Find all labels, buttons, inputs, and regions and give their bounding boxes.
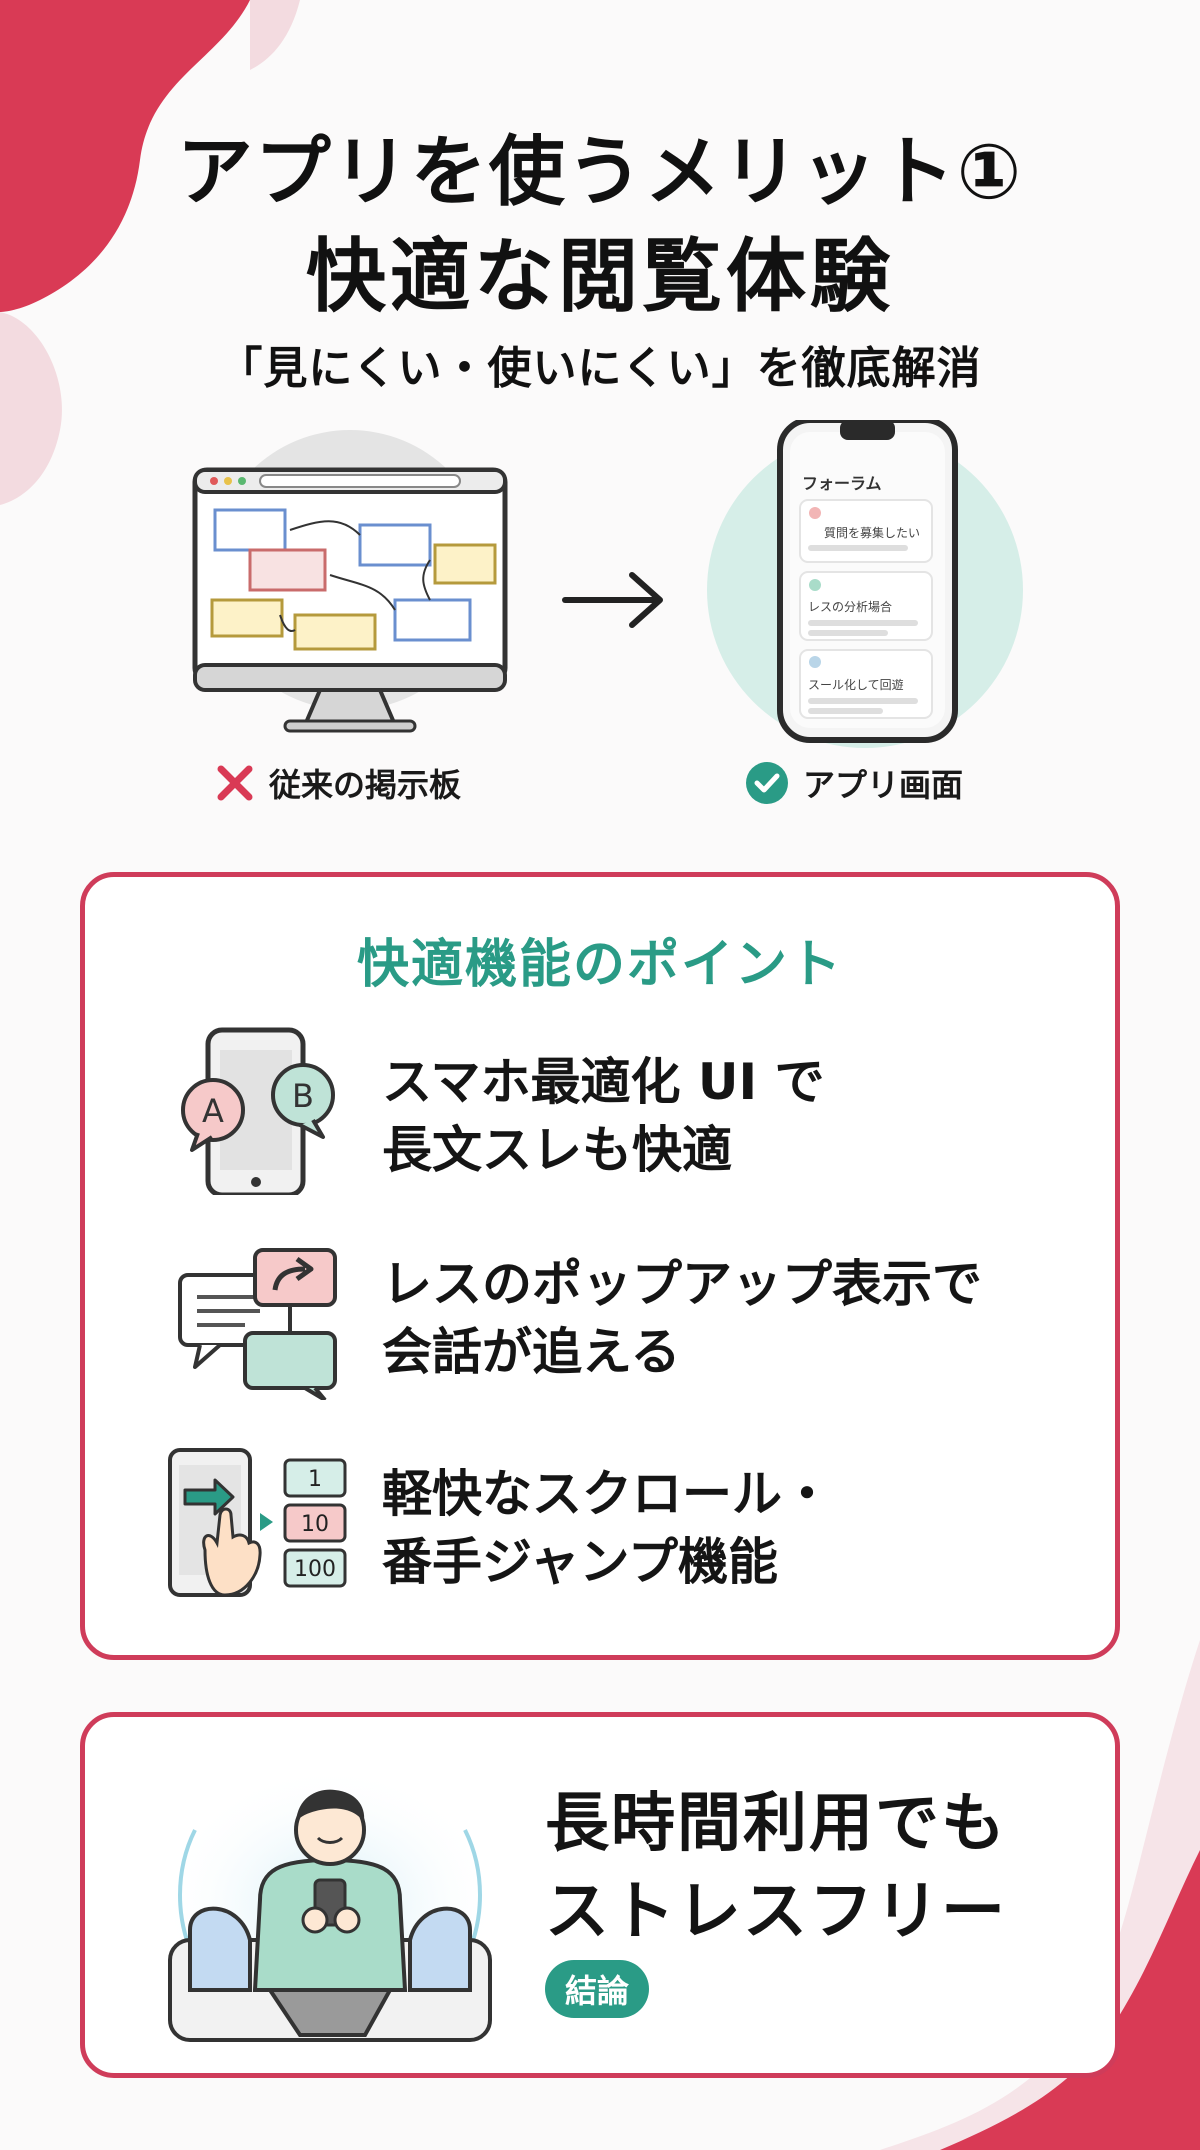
old-board-monitor-illustration [192, 430, 508, 733]
cross-icon [217, 765, 253, 801]
relaxed-person-illustration [160, 1765, 500, 2045]
phone-card-2-title: レスの分析場合 [808, 600, 893, 614]
app-screen-label: アプリ画面 [803, 766, 964, 804]
scroll-jump-icon: 1 10 100 [168, 1448, 347, 1597]
page-subtitle: 「見にくい・使いにくい」を徹底解消 [218, 343, 982, 394]
top-left-blob [0, 0, 300, 505]
smartphone-chat-icon: A B [181, 1027, 335, 1195]
jump-number-10: 10 [301, 1512, 329, 1537]
jump-number-100: 100 [294, 1557, 336, 1582]
app-screen-caption: アプリ画面 [745, 760, 963, 806]
page-title-line2: 快適な閲覧体験 [306, 230, 894, 323]
phone-card-1-title: 質問を募集したい [824, 526, 921, 540]
app-phone-illustration: フォーラム 質問を募集したい レスの分析場合 スール化して回遊 [700, 420, 1040, 750]
jump-number-1: 1 [308, 1467, 322, 1492]
reply-popup-icon [178, 1248, 337, 1400]
bubble-a-label: A [202, 1092, 224, 1130]
phone-header: フォーラム [802, 474, 882, 493]
old-board-caption: 従来の掲示板 [215, 760, 461, 806]
phone-card-3-title: スール化して回遊 [808, 678, 904, 692]
page-title-line1: アプリを使うメリット① [176, 127, 1024, 216]
old-board-label: 従来の掲示板 [269, 766, 462, 804]
feature-2-text: レスのポップアップ表示で 会話が追える [382, 1255, 982, 1381]
features-heading: 快適機能のポイント [356, 935, 843, 995]
feature-1-text: スマホ最適化 UI で 長文スレも快適 [382, 1053, 825, 1179]
conclusion-text: 長時間利用でも ストレスフリー [545, 1787, 1007, 1949]
feature-3-text: 軽快なスクロール・ 番手ジャンプ機能 [382, 1465, 832, 1591]
bubble-b-label: B [292, 1077, 314, 1115]
check-circle-icon [746, 762, 788, 804]
conclusion-badge: 結論 [545, 1960, 650, 2018]
bottom-right-blob [880, 1640, 1200, 2150]
arrow-right-icon [562, 572, 663, 628]
